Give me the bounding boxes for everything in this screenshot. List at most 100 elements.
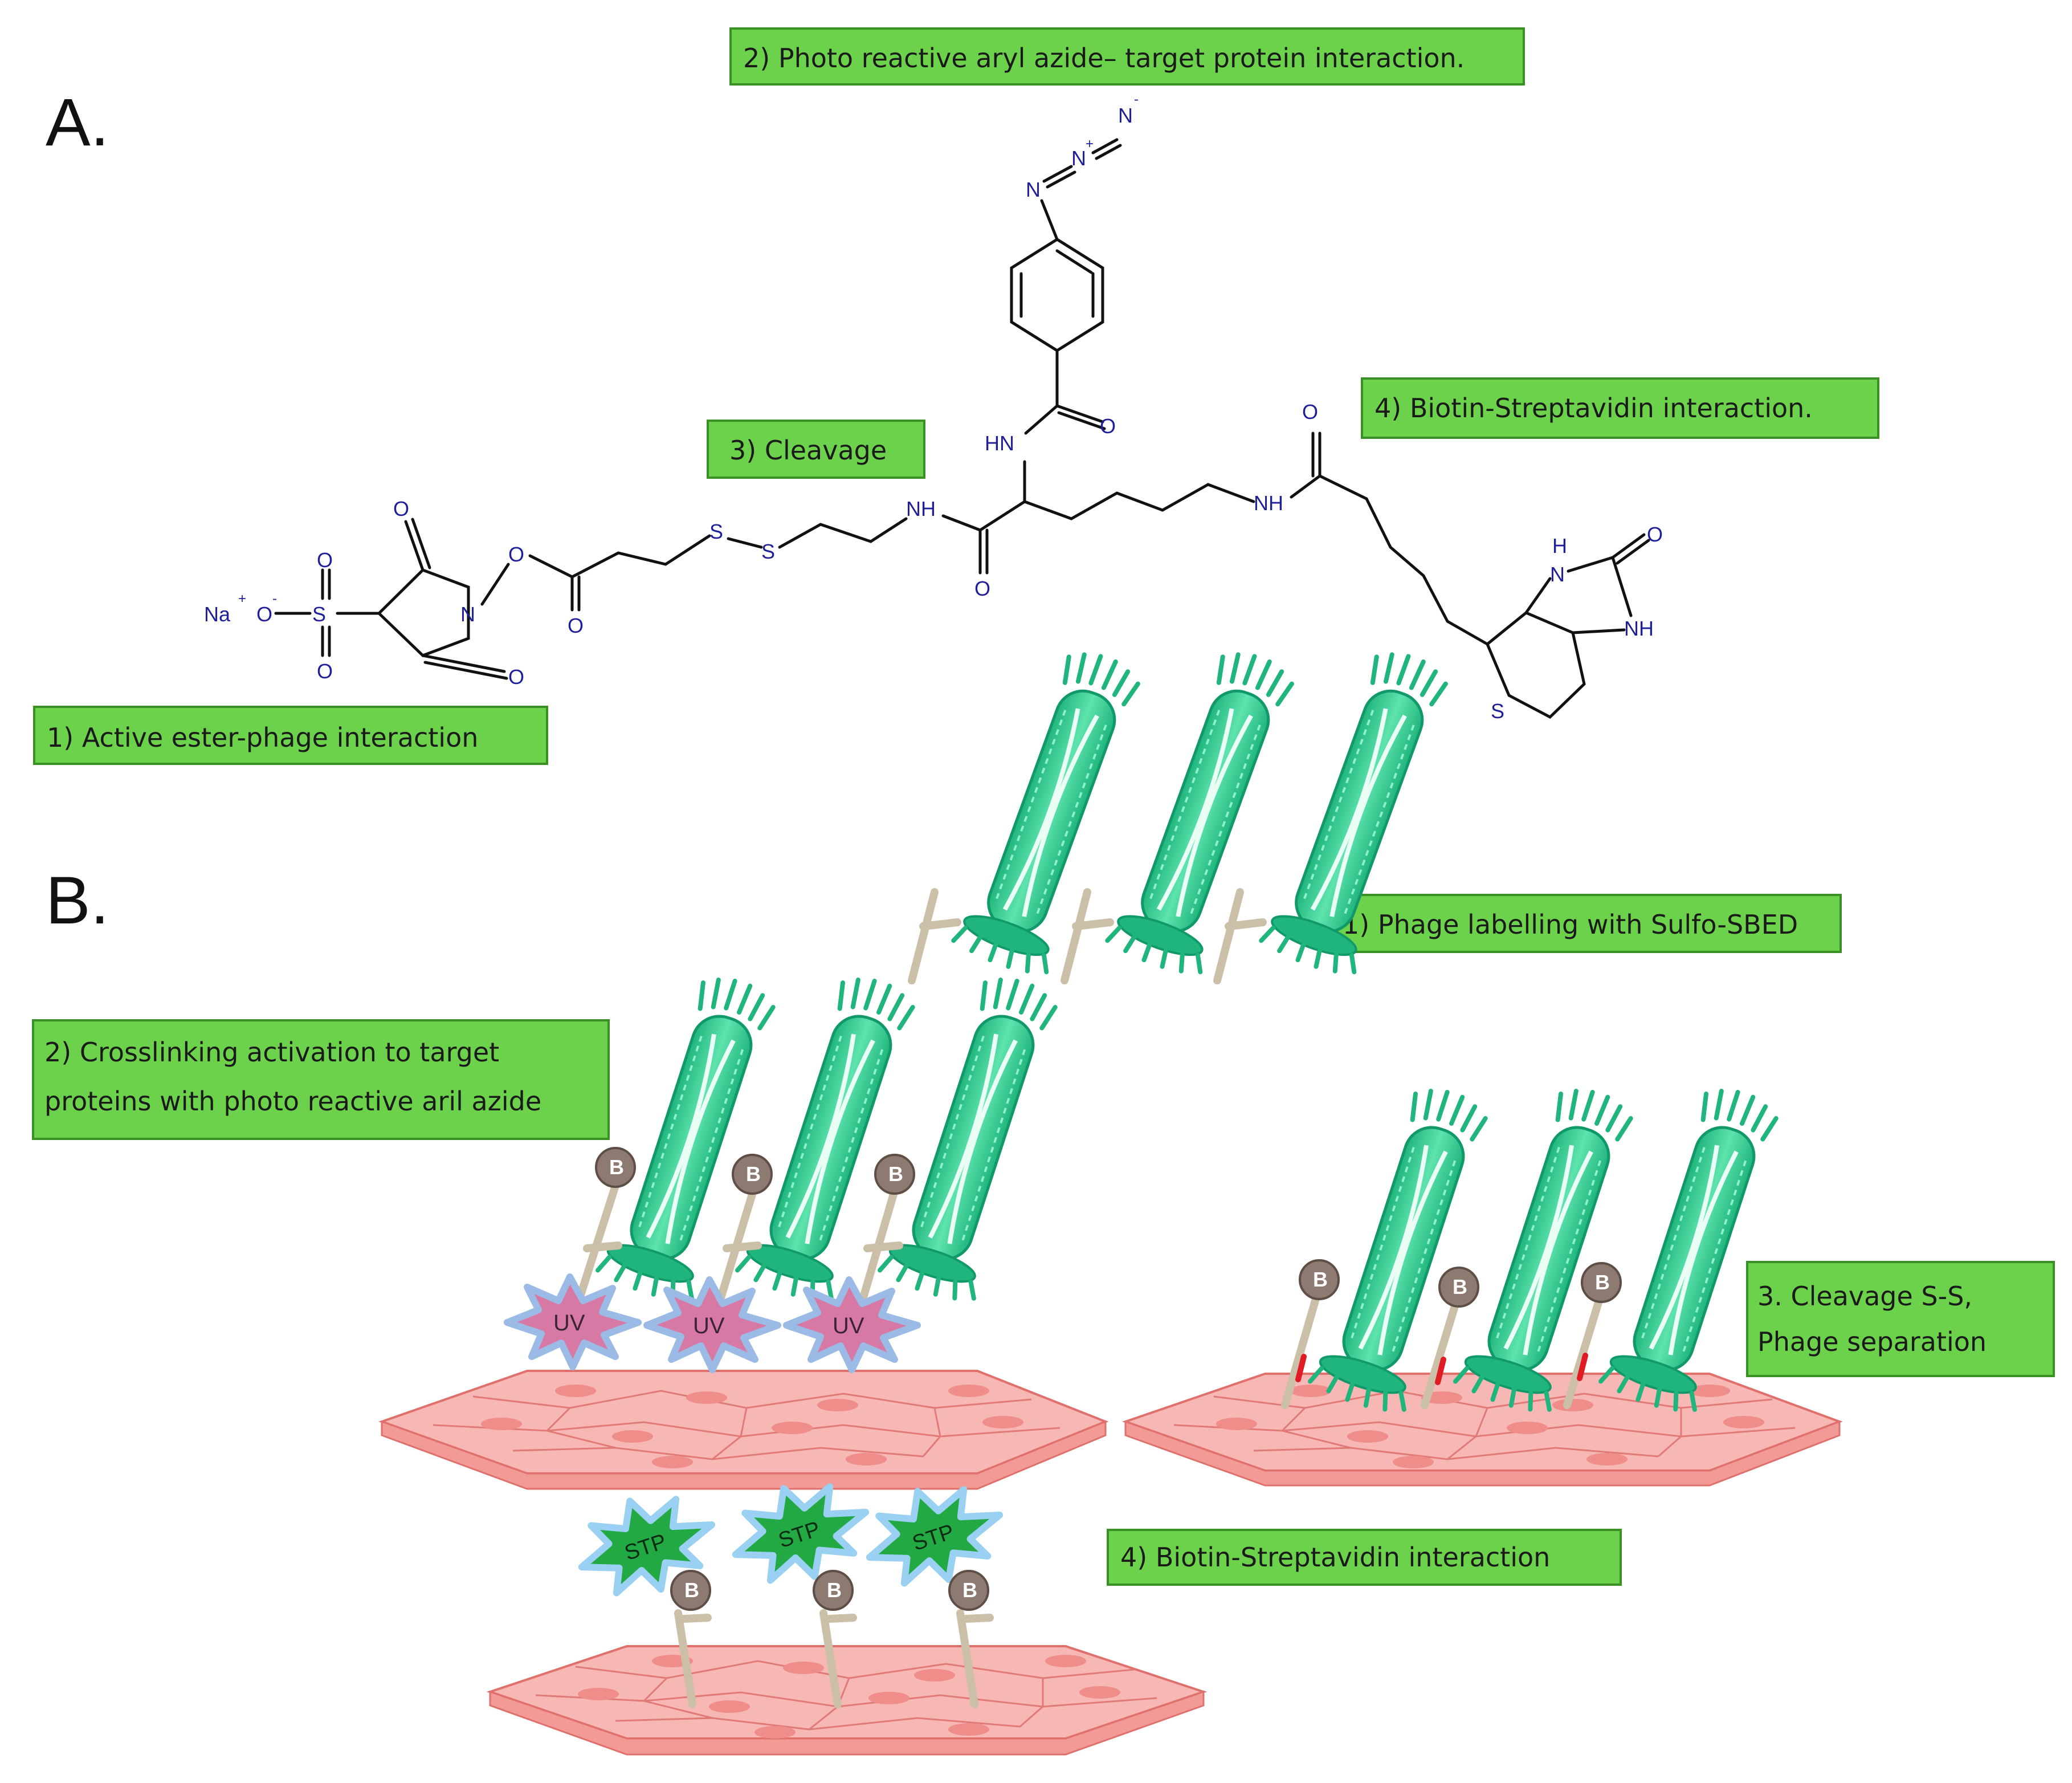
label-cleave-text-1: 3. Cleavage S-S, bbox=[1757, 1281, 1972, 1312]
uv-burst-1: UV bbox=[504, 1273, 642, 1370]
linker-stalk-3 bbox=[1213, 888, 1244, 984]
atom-o-carbonyl-1: O bbox=[568, 614, 584, 637]
svg-text:B: B bbox=[1313, 1268, 1328, 1291]
charge-minus: - bbox=[272, 591, 277, 606]
svg-text:B: B bbox=[827, 1578, 842, 1602]
linker-stalk-9 bbox=[1563, 1298, 1602, 1409]
capture-stalk-2 bbox=[819, 1609, 842, 1708]
cleavage-mark-1 bbox=[1295, 1354, 1307, 1382]
biotin-bead-8: B bbox=[813, 1570, 854, 1611]
svg-text:UV: UV bbox=[553, 1310, 585, 1336]
atom-o-sulfonate: O bbox=[256, 603, 272, 626]
biotin-bead-1: B bbox=[595, 1147, 636, 1188]
label-cleave-text-2: Phage separation bbox=[1757, 1326, 1987, 1357]
panel-a-label: A. bbox=[46, 85, 109, 160]
streptavidin-burst-1: STP bbox=[578, 1496, 716, 1597]
label-cleavage-box: 3) Cleavage bbox=[707, 420, 925, 479]
atom-o-sulfonyl-top: O bbox=[317, 548, 333, 572]
biotin-bead-2: B bbox=[732, 1154, 773, 1195]
atom-s-1: S bbox=[709, 520, 723, 543]
tissue-slab-streptavidin bbox=[486, 1645, 1208, 1756]
biotin-bead-5: B bbox=[1438, 1267, 1479, 1308]
label-azide-text: 2) Photo reactive aryl azide– target pro… bbox=[743, 43, 1465, 74]
atom-s-2: S bbox=[761, 540, 775, 563]
biotin-bead-9: B bbox=[948, 1570, 989, 1611]
uv-burst-3: UV bbox=[783, 1276, 921, 1373]
cleavage-mark-2 bbox=[1435, 1357, 1446, 1385]
label-crosslink-box: 2) Crosslinking activation to target pro… bbox=[32, 1019, 610, 1140]
svg-text:UV: UV bbox=[693, 1313, 725, 1338]
svg-text:B: B bbox=[684, 1578, 699, 1602]
biotin-bead-6: B bbox=[1581, 1262, 1622, 1303]
atom-hn-benzamide: HN bbox=[985, 431, 1014, 455]
biotin-bead-4: B bbox=[1299, 1259, 1340, 1300]
svg-text:B: B bbox=[1453, 1275, 1467, 1298]
charge-plus: + bbox=[238, 591, 246, 606]
atom-n-azide-1: N bbox=[1026, 178, 1041, 201]
svg-text:UV: UV bbox=[833, 1313, 864, 1338]
atom-n-imide: N bbox=[460, 603, 475, 626]
atom-o-carbonyl-3: O bbox=[1302, 400, 1318, 424]
label-biotin-text: 4) Biotin-Streptavidin interaction. bbox=[1374, 393, 1813, 424]
atom-h-ureido: H bbox=[1552, 534, 1567, 557]
atom-o-ester: O bbox=[508, 543, 524, 566]
label-active-ester-box: 1) Active ester-phage interaction bbox=[33, 706, 548, 765]
phage-row-cleavage: B B B bbox=[1121, 1080, 1843, 1487]
sulfo-sbed-structure: Na + O - S O O O O N O O S S NH bbox=[204, 92, 1663, 723]
atom-nh-ureido-2: NH bbox=[1624, 617, 1654, 640]
label-streptavidin-box: 4) Biotin-Streptavidin interaction bbox=[1107, 1529, 1622, 1586]
capture-stalk-3 bbox=[956, 1609, 978, 1708]
label-labelling-text: 1) Phage labelling with Sulfo-SBED bbox=[1343, 909, 1798, 940]
biotin-bead-3: B bbox=[874, 1154, 915, 1195]
atom-o-ureido: O bbox=[1647, 523, 1663, 546]
linker-stalk-5 bbox=[713, 1190, 756, 1315]
phage-row-labelling bbox=[908, 642, 1462, 984]
label-cleave-box: 3. Cleavage S-S, Phage separation bbox=[1746, 1261, 2055, 1377]
atom-o-sulfonyl-bottom: O bbox=[317, 660, 333, 683]
svg-text:B: B bbox=[1595, 1271, 1610, 1294]
uv-burst-2: UV bbox=[643, 1276, 781, 1373]
atom-n-azide-2: N bbox=[1071, 146, 1086, 170]
atom-n-azide-3: N bbox=[1118, 104, 1133, 127]
label-streptavidin-text: 4) Biotin-Streptavidin interaction bbox=[1120, 1542, 1550, 1573]
atom-n-ureido-1: N bbox=[1550, 563, 1565, 586]
label-active-ester-text: 1) Active ester-phage interaction bbox=[47, 722, 478, 753]
atom-s-sulfonyl: S bbox=[312, 603, 326, 626]
svg-text:B: B bbox=[962, 1578, 977, 1602]
svg-text:B: B bbox=[746, 1162, 761, 1186]
panel-b-label: B. bbox=[46, 863, 109, 938]
streptavidin-burst-2: STP bbox=[732, 1483, 870, 1584]
linker-stalk-1 bbox=[908, 888, 939, 984]
capture-stalk-1 bbox=[674, 1609, 696, 1708]
streptavidin-burst-3: STP bbox=[866, 1486, 1004, 1587]
atom-na: Na bbox=[204, 603, 231, 626]
linker-stalk-7 bbox=[1281, 1293, 1320, 1409]
atom-nh-amide-2: NH bbox=[1254, 491, 1283, 515]
label-crosslink-text-1: 2) Crosslinking activation to target bbox=[44, 1037, 499, 1068]
label-azide-box: 2) Photo reactive aryl azide– target pro… bbox=[729, 27, 1525, 86]
atom-o-benzamide: O bbox=[1100, 414, 1116, 438]
linker-stalk-6 bbox=[855, 1190, 898, 1315]
atom-o-carbonyl-2: O bbox=[974, 577, 990, 600]
biotin-bead-7: B bbox=[670, 1570, 711, 1611]
cleavage-mark-3 bbox=[1577, 1353, 1588, 1381]
linker-stalk-8 bbox=[1421, 1298, 1460, 1409]
tissue-slab-cleavage bbox=[1121, 1373, 1843, 1487]
phage-row-crosslink: B B B UV UV UV bbox=[378, 968, 1109, 1490]
linker-stalk-2 bbox=[1061, 888, 1091, 984]
svg-text:B: B bbox=[609, 1155, 624, 1179]
streptavidin-row: STP STP STP B B B bbox=[486, 1483, 1208, 1756]
tissue-slab-crosslink bbox=[378, 1370, 1109, 1490]
svg-text:B: B bbox=[888, 1162, 903, 1186]
label-labelling-box: 1) Phage labelling with Sulfo-SBED bbox=[1328, 894, 1842, 953]
atom-o-imide-top: O bbox=[393, 497, 409, 520]
charge-azide-minus: - bbox=[1134, 92, 1139, 107]
label-crosslink-text-2: proteins with photo reactive aril azide bbox=[44, 1086, 541, 1117]
charge-azide-plus: + bbox=[1086, 136, 1094, 152]
label-biotin-box: 4) Biotin-Streptavidin interaction. bbox=[1361, 377, 1879, 439]
atom-o-imide-bottom: O bbox=[508, 665, 524, 689]
atom-nh-amide-1: NH bbox=[906, 497, 936, 520]
label-cleavage-text: 3) Cleavage bbox=[729, 435, 887, 466]
atom-s-thiophane: S bbox=[1491, 699, 1504, 723]
